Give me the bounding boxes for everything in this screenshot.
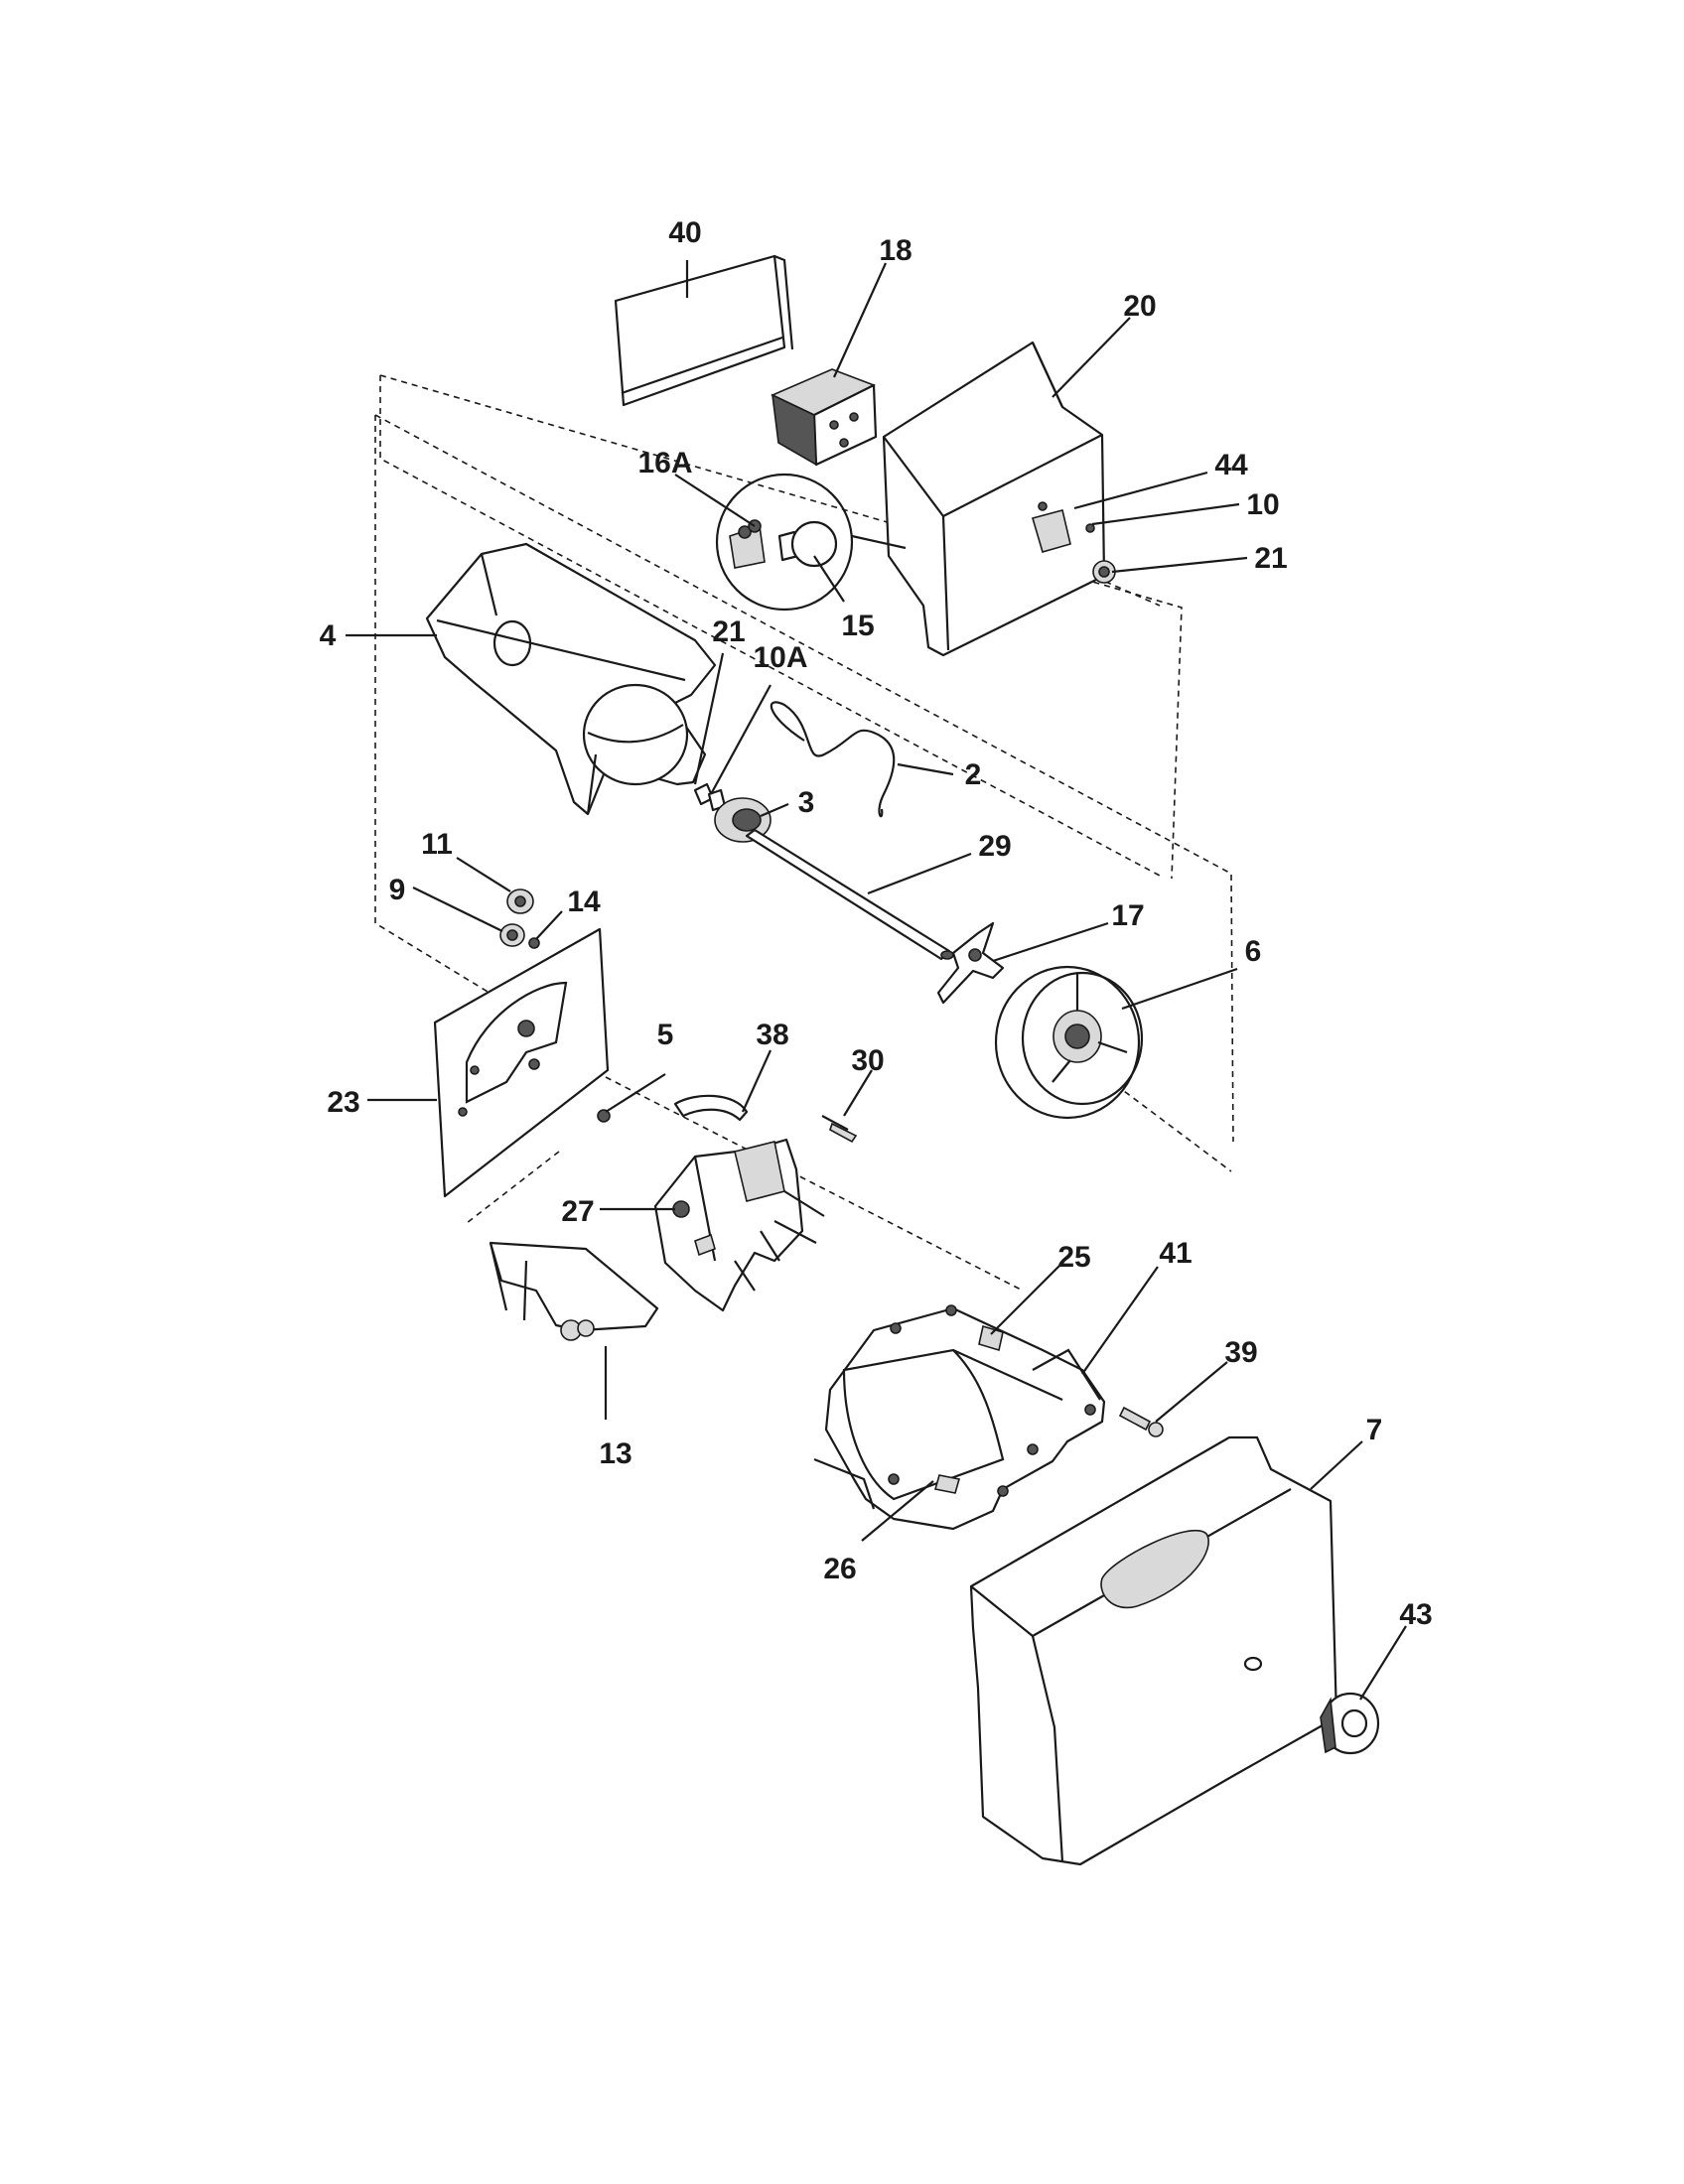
callout-27: 27 bbox=[561, 1195, 594, 1228]
callout-43: 43 bbox=[1399, 1598, 1432, 1631]
part-5-ball bbox=[597, 1109, 611, 1123]
callout-6: 6 bbox=[1245, 935, 1262, 968]
part-27-motor-assembly bbox=[653, 1138, 825, 1312]
callout-4: 4 bbox=[320, 619, 337, 652]
callout-9: 9 bbox=[389, 874, 406, 906]
callout-30: 30 bbox=[851, 1044, 884, 1077]
callout-10: 10 bbox=[1246, 488, 1279, 521]
callout-29: 29 bbox=[978, 830, 1011, 863]
part-38-bracket bbox=[673, 1094, 749, 1122]
callout-25: 25 bbox=[1057, 1241, 1090, 1274]
callout-20: 20 bbox=[1123, 290, 1156, 323]
callout-39: 39 bbox=[1224, 1336, 1257, 1369]
callout-13: 13 bbox=[599, 1437, 632, 1470]
part-17-blade bbox=[936, 921, 1005, 1005]
part-43-cap bbox=[1320, 1692, 1380, 1755]
callout-14: 14 bbox=[567, 886, 601, 918]
part-13-door bbox=[489, 1241, 659, 1341]
part-21-nut-upper bbox=[1092, 560, 1116, 584]
callout-labels: 40 18 20 44 16A 10 21 15 4 21 10A 2 3 29… bbox=[320, 216, 1433, 1631]
callout-38: 38 bbox=[756, 1019, 788, 1051]
part-40-flap bbox=[614, 254, 794, 407]
part-29-shaft bbox=[745, 828, 954, 961]
callout-2: 2 bbox=[965, 758, 982, 791]
part-7-cover bbox=[969, 1435, 1338, 1866]
callout-5: 5 bbox=[657, 1019, 674, 1051]
part-15-16A-lamp-detail bbox=[715, 473, 907, 612]
callout-21-upper: 21 bbox=[1254, 542, 1287, 575]
part-2-wire bbox=[770, 701, 896, 818]
part-6-drum bbox=[994, 965, 1144, 1120]
part-20-housing bbox=[882, 341, 1106, 657]
callout-23: 23 bbox=[327, 1086, 359, 1119]
callout-11: 11 bbox=[421, 828, 453, 861]
callout-3: 3 bbox=[798, 786, 815, 819]
callout-40: 40 bbox=[668, 216, 701, 249]
callout-21-lower: 21 bbox=[712, 615, 745, 648]
callout-18: 18 bbox=[879, 234, 912, 267]
callout-41: 41 bbox=[1159, 1237, 1192, 1270]
part-23-plate bbox=[433, 927, 610, 1198]
part-41-25-26-chute-frame bbox=[813, 1304, 1106, 1531]
callout-44: 44 bbox=[1214, 449, 1248, 481]
part-18-switch bbox=[771, 368, 878, 467]
part-30-screw bbox=[821, 1115, 858, 1144]
leader-lines bbox=[346, 260, 1407, 1701]
callout-15: 15 bbox=[841, 610, 874, 642]
callout-10A: 10A bbox=[753, 641, 807, 674]
part-39-screw bbox=[1118, 1406, 1164, 1437]
callout-26: 26 bbox=[823, 1553, 856, 1585]
part-4-bin-housing bbox=[425, 542, 717, 816]
part-11-9-14-washers bbox=[499, 888, 540, 949]
callout-17: 17 bbox=[1111, 899, 1144, 932]
callout-16A: 16A bbox=[637, 447, 692, 479]
callout-7: 7 bbox=[1366, 1414, 1383, 1446]
